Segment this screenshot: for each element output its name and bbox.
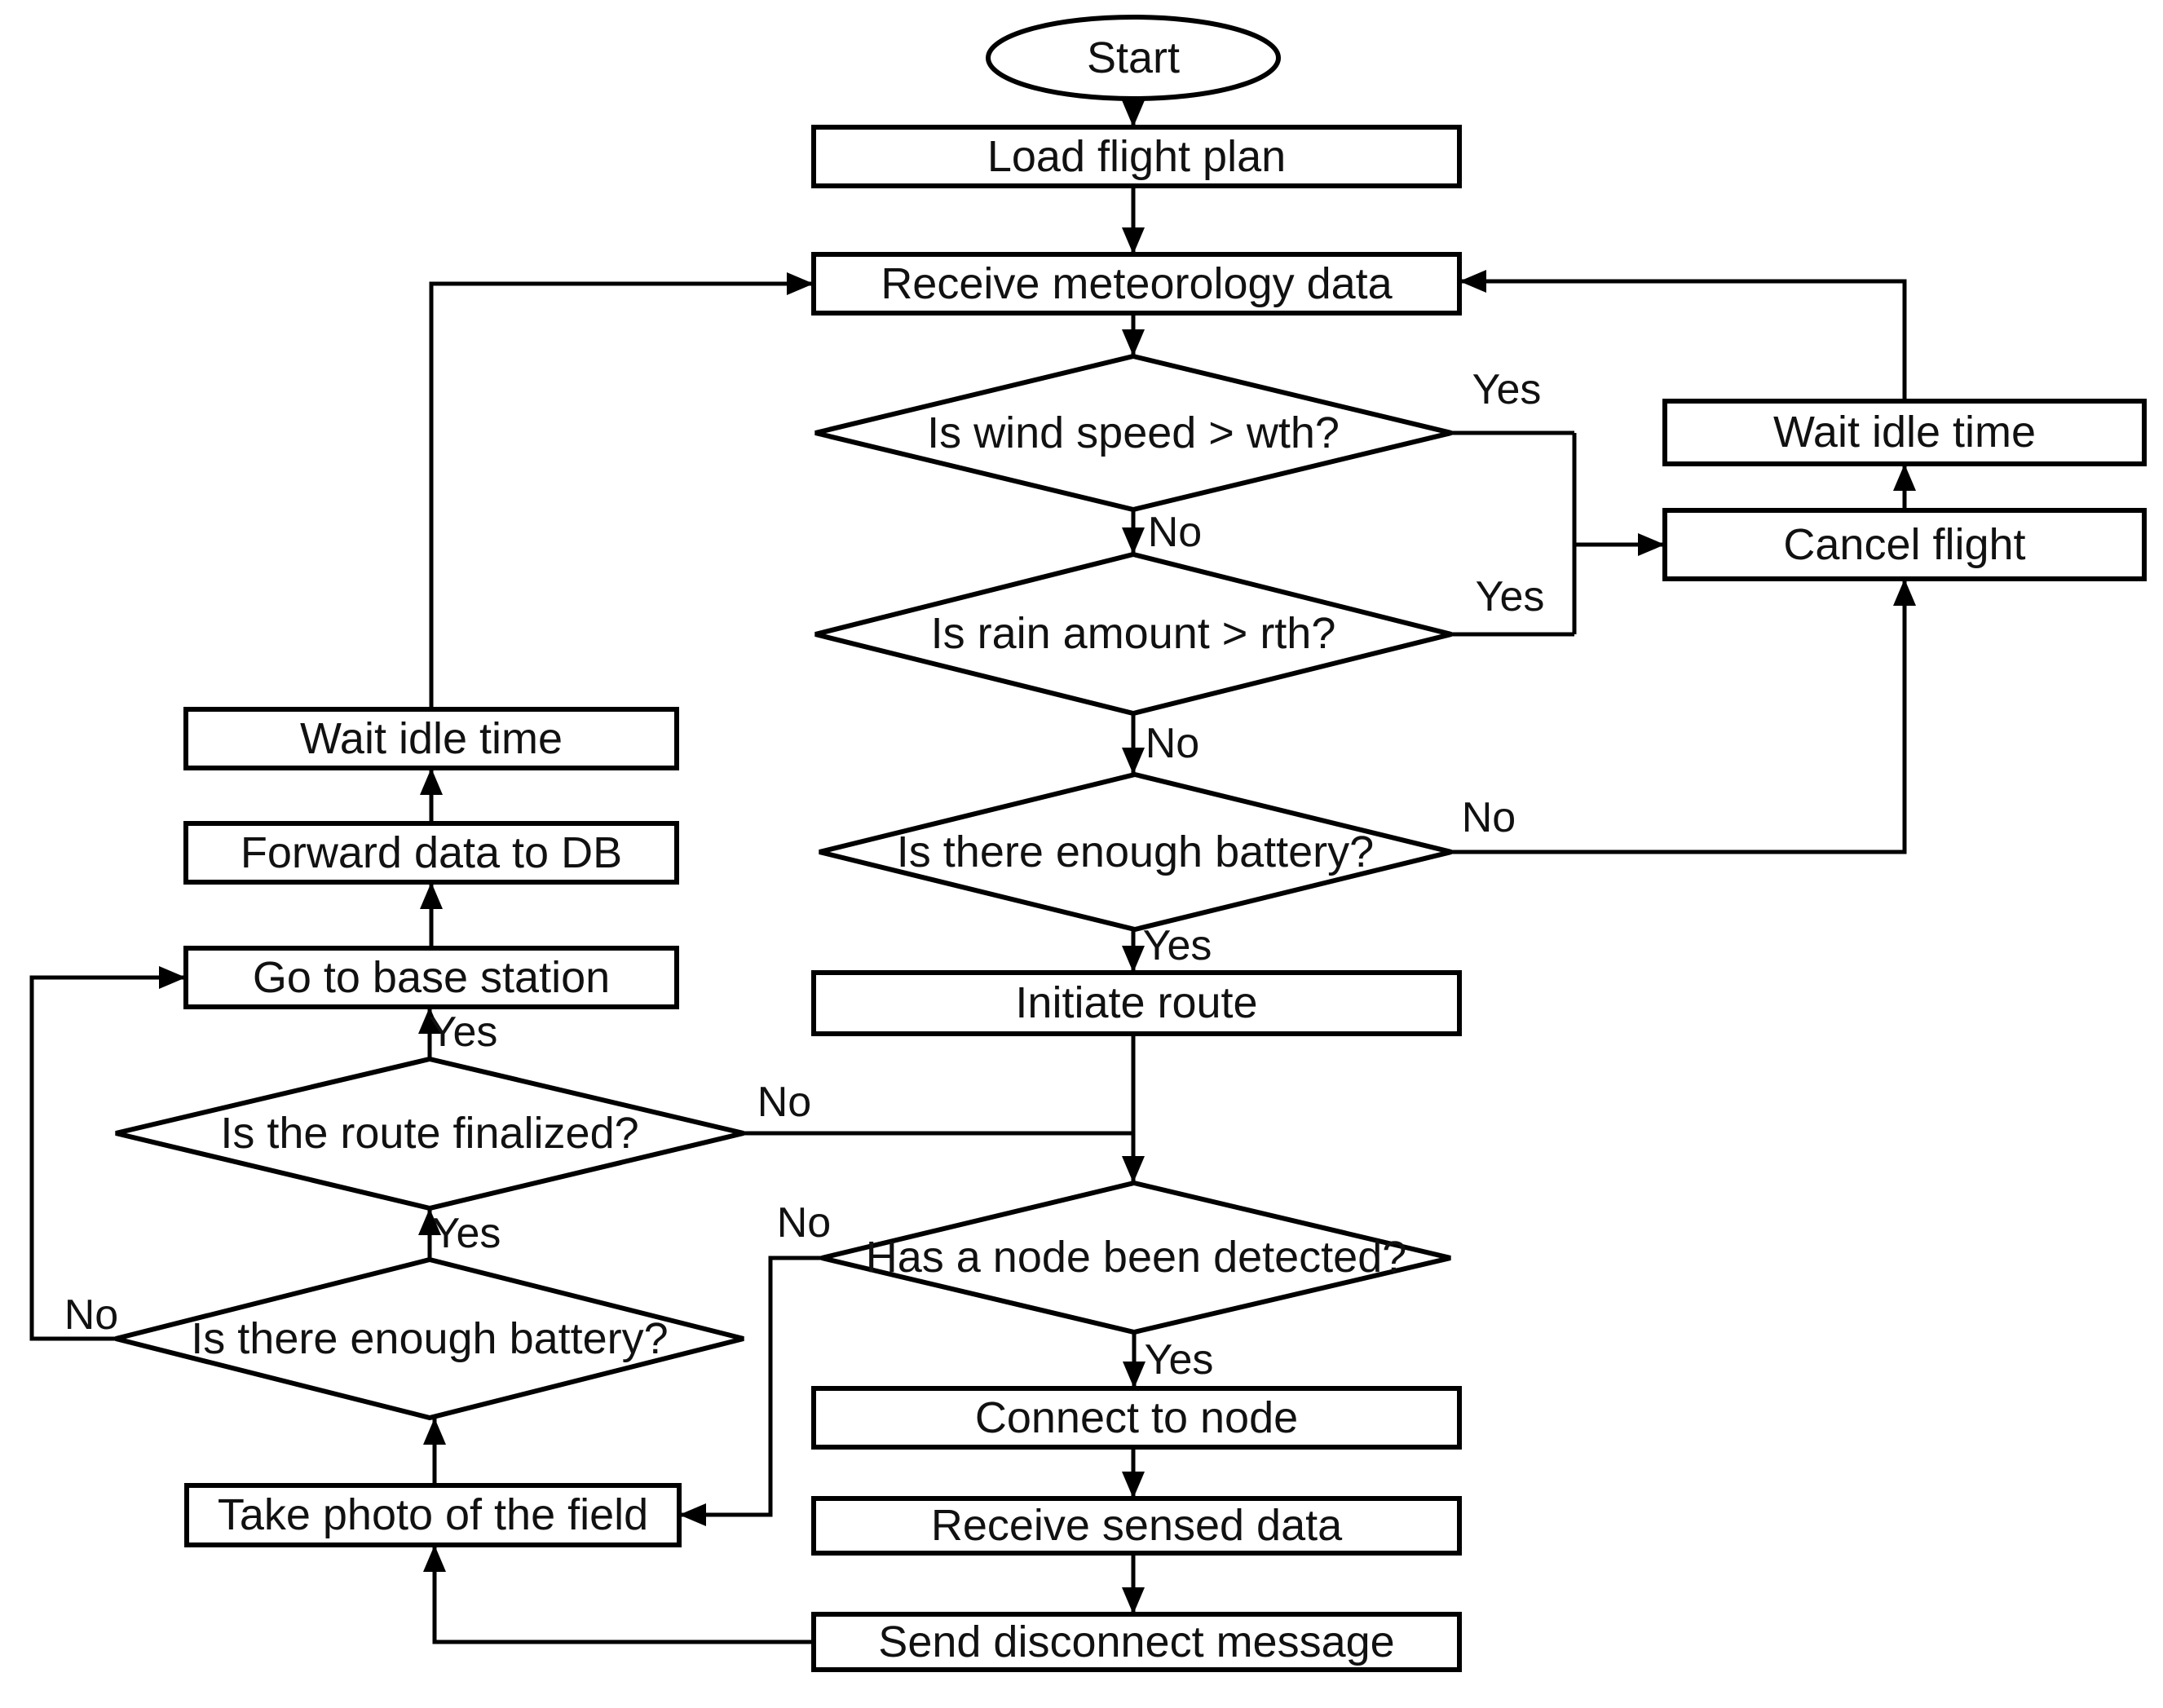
initiate-route-shape	[811, 970, 1462, 1036]
wait-idle-right-shape	[1662, 399, 2147, 466]
battery-left-decision-shape	[115, 1256, 744, 1421]
rain-decision-shape	[814, 551, 1452, 717]
wind-decision-shape	[814, 353, 1452, 513]
edge-disconnect-to-take-photo	[423, 1545, 814, 1644]
start-terminator-shape	[986, 15, 1281, 101]
edge-wait-right-to-meteorology	[1459, 270, 1907, 401]
route-finalized-decision-shape	[115, 1056, 744, 1211]
send-disconnect-shape	[811, 1612, 1462, 1672]
edge-node-detected-no	[679, 1256, 822, 1526]
cancel-flight-shape	[1662, 508, 2147, 581]
receive-sensed-data-shape	[811, 1496, 1462, 1556]
forward-data-db-shape	[183, 821, 679, 885]
flowchart-shapes	[115, 15, 2147, 1672]
node-detected-decision-shape	[821, 1180, 1451, 1335]
receive-meteorology-shape	[811, 252, 1462, 316]
go-to-base-station-shape	[183, 946, 679, 1009]
take-photo-shape	[184, 1483, 682, 1547]
battery-main-decision-shape	[819, 771, 1452, 933]
connect-to-node-shape	[811, 1386, 1462, 1450]
edge-wait-left-to-meteorology	[429, 272, 814, 709]
flowchart-edges	[29, 99, 1916, 1644]
edge-battery-main-no	[1451, 579, 1916, 854]
load-flight-plan-shape	[811, 125, 1462, 188]
edge-battery-left-no	[29, 966, 186, 1341]
wait-idle-left-shape	[183, 707, 679, 770]
